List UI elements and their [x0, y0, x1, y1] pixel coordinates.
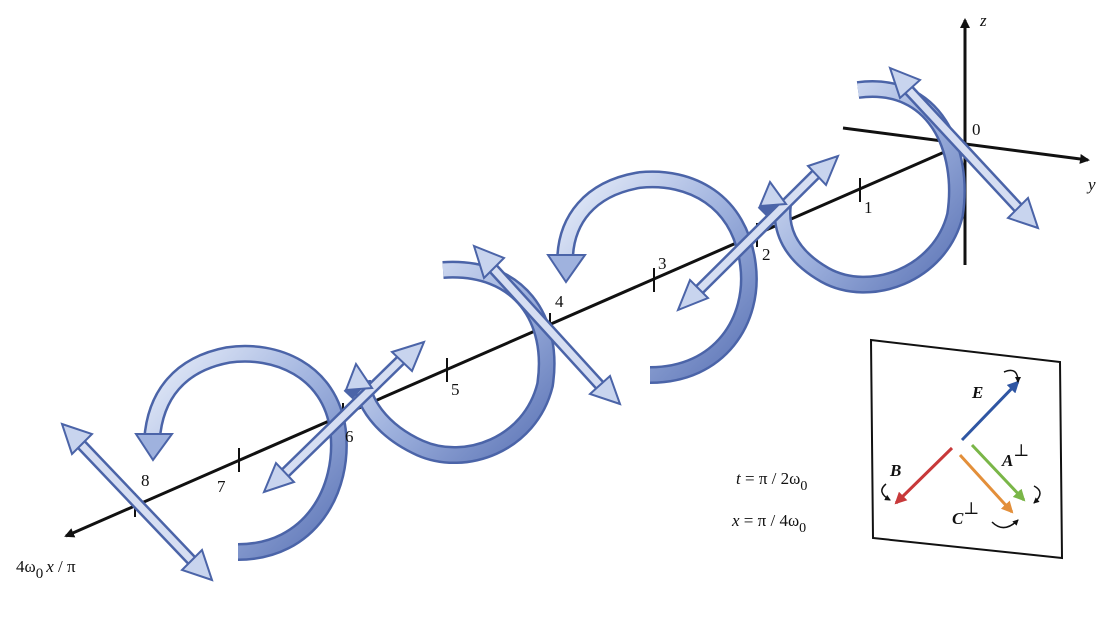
tick-label: 5	[451, 380, 460, 399]
tick-label: 2	[762, 245, 771, 264]
tick-label: 8	[141, 471, 150, 490]
tick-labels: 1 2 3 4 5 6 7 8	[141, 198, 873, 496]
double-arrow	[60, 422, 214, 582]
a-perp-vector	[970, 443, 1026, 502]
b-vector	[894, 446, 954, 505]
e-vector	[960, 380, 1020, 442]
double-arrow	[262, 340, 426, 494]
linear-arrows	[60, 66, 1040, 582]
a-perp-vector-label: A⊥	[1001, 441, 1029, 470]
rotation-icon	[881, 483, 891, 501]
x-axis-line	[64, 141, 966, 538]
panel-frame	[869, 338, 1064, 560]
time-equation: t = π / 2ω0	[736, 469, 807, 494]
curved-arrow-head	[546, 254, 587, 284]
double-arrow	[343, 361, 374, 400]
b-vector-label: B	[889, 461, 901, 480]
rotation-icon	[991, 519, 1019, 529]
tick-label: 7	[217, 477, 226, 496]
curved-arrow-head	[134, 433, 174, 462]
c-perp-vector-label: C⊥	[952, 499, 979, 528]
tick-label: 1	[864, 198, 873, 217]
c-perp-vector	[958, 453, 1014, 514]
z-axis-label: z	[979, 11, 987, 30]
double-arrow	[676, 154, 840, 312]
rotation-icon	[1003, 369, 1021, 383]
double-arrow	[888, 66, 1040, 230]
e-vector-label: E	[971, 383, 983, 402]
y-axis-label: y	[1086, 175, 1096, 194]
double-arrow	[472, 244, 622, 406]
tick-label: 6	[345, 427, 354, 446]
double-arrow	[757, 179, 788, 217]
tick-label: 3	[658, 254, 667, 273]
snapshot-panel: E B A⊥ C⊥	[869, 338, 1064, 560]
rotation-icon	[1033, 485, 1041, 504]
tick-label: 4	[555, 292, 564, 311]
position-equation: x = π / 4ω0	[731, 511, 806, 536]
origin-label: 0	[972, 120, 981, 139]
